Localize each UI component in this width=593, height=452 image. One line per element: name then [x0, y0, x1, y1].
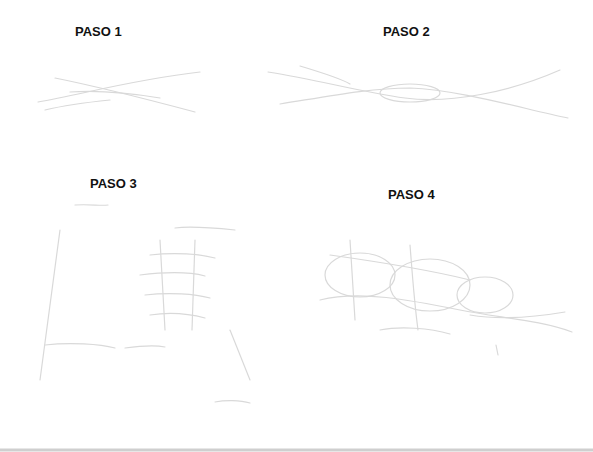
step-1-sketch	[38, 72, 200, 112]
step-heading: PASO 2	[383, 24, 430, 39]
step-heading: PASO 3	[90, 176, 137, 191]
step-heading: PASO 1	[75, 24, 122, 39]
step-4-sketch	[320, 240, 572, 355]
step-2-sketch	[268, 66, 568, 118]
bottom-edge	[0, 449, 593, 452]
step-heading: PASO 4	[388, 187, 435, 202]
step-3-sketch	[40, 205, 250, 403]
